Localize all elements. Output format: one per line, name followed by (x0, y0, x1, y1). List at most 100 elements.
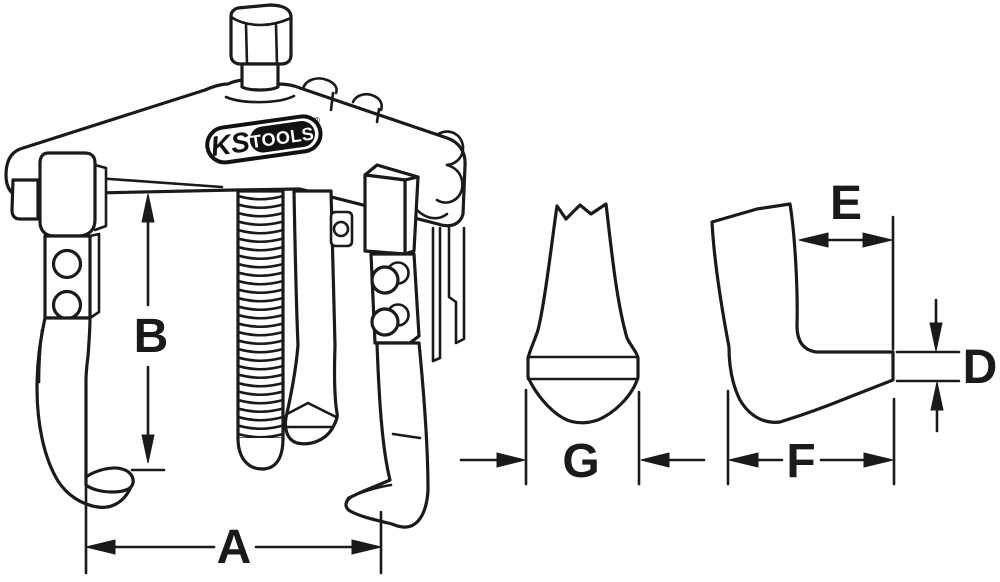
spindle (236, 189, 285, 471)
crossbar-end-curl-3 (415, 208, 449, 220)
center-claw-outline (283, 189, 339, 446)
center-claw (283, 189, 354, 446)
claw-hook-outline (710, 202, 895, 424)
right-block-front (363, 173, 407, 256)
thread-line (236, 211, 285, 218)
dim-B: B (130, 193, 169, 472)
hex-bolt (229, 3, 293, 92)
center-pivot-hole (332, 220, 350, 238)
thread-line (236, 381, 285, 388)
dim-A-arrow-left (85, 539, 116, 555)
crossbar-shoulder-arc (224, 94, 296, 104)
hex-facet-right (274, 23, 279, 66)
dim-F-arrow-left (728, 452, 759, 468)
thread-line (236, 296, 285, 303)
puller-tool: KS TOOLS ® (4, 3, 467, 529)
dim-A-arrow-right (351, 539, 382, 555)
thread-line (236, 339, 285, 346)
thread-line (236, 254, 285, 261)
crossbar-bottom-edge-line (94, 176, 224, 189)
thread-line (236, 398, 285, 405)
thread-line (236, 424, 285, 431)
dim-G: G (459, 388, 706, 488)
dim-D-arrow-bottom (930, 381, 944, 411)
right-hook-blade-edge (346, 483, 393, 500)
crossbar-bump-1 (301, 77, 338, 112)
thread-line (236, 373, 285, 380)
thread-line (236, 347, 285, 354)
crossbar-end-curl-2 (435, 163, 464, 204)
dim-A-label: A (217, 521, 252, 574)
logo-ks-text: KS (209, 126, 252, 162)
left-hook-blade (84, 466, 135, 494)
thread-line (236, 203, 285, 210)
left-arm-leg (35, 316, 134, 509)
thread-line (236, 390, 285, 397)
dim-G-label: G (562, 435, 599, 488)
crossbar-end-curl-1 (436, 130, 465, 167)
hex-top-face-line (229, 15, 293, 27)
claw-hook-view (710, 202, 895, 424)
right-strip-1 (431, 226, 442, 363)
thread-line (236, 305, 285, 312)
dim-F-label: F (786, 435, 815, 488)
thread-line (236, 279, 285, 286)
dim-F: F (726, 389, 896, 488)
right-block-side (403, 175, 420, 256)
spindle-threads (236, 194, 285, 439)
dimensions: B A G E (84, 177, 998, 575)
dim-G-arrow-left (496, 452, 526, 468)
spindle-tip (236, 436, 285, 471)
dim-D-label: D (963, 341, 998, 394)
thread-line (236, 228, 285, 235)
dim-D-arrow-top (929, 322, 943, 352)
thread-line (236, 194, 285, 201)
center-pivot-pin (329, 210, 354, 248)
crossbar-bump-2 (351, 92, 384, 124)
right-strip-2 (447, 226, 466, 345)
thread-line (236, 364, 285, 371)
dim-F-arrow-right (863, 452, 894, 468)
thread-line (236, 262, 285, 269)
thread-line (236, 288, 285, 295)
left-plate-hole-1 (51, 248, 83, 280)
ks-tools-logo: KS TOOLS ® (205, 114, 323, 165)
left-arm-tab (10, 178, 40, 221)
dim-A: A (84, 485, 383, 575)
thread-line (236, 313, 285, 320)
dim-D: D (895, 298, 998, 433)
claw-side-outline (526, 202, 640, 425)
left-holder-block (38, 151, 97, 238)
hex-facet-left (244, 23, 249, 66)
thread-line (236, 330, 285, 337)
logo-black-box (249, 121, 316, 153)
dim-E-label: E (830, 177, 862, 230)
logo-registered-mark: ® (313, 115, 321, 126)
thread-line (236, 432, 285, 439)
dim-E: E (798, 177, 895, 351)
thread-line (236, 271, 285, 278)
left-arm (10, 151, 135, 509)
right-pin-2 (370, 307, 400, 337)
thread-line (236, 407, 285, 414)
center-claw-ridge (285, 401, 338, 419)
dim-G-arrow-right (640, 452, 670, 468)
left-arm-inner-line (37, 328, 44, 384)
dim-E-arrow-left (798, 232, 829, 248)
dim-B-label: B (134, 310, 169, 363)
left-plate-side (88, 232, 101, 320)
claw-side-view (526, 202, 640, 425)
bolt-neck (240, 62, 280, 92)
right-pin-1 (370, 265, 400, 295)
hex-head (229, 3, 293, 66)
left-plate-hole-2 (51, 289, 83, 321)
thread-line (236, 322, 285, 329)
thread-line (236, 220, 285, 227)
thread-line (236, 237, 285, 244)
dim-B-arrow-up (141, 193, 155, 223)
dim-B-arrow-down (141, 434, 155, 464)
thread-line (236, 245, 285, 252)
right-arm (344, 163, 466, 529)
thread-line (236, 356, 285, 363)
